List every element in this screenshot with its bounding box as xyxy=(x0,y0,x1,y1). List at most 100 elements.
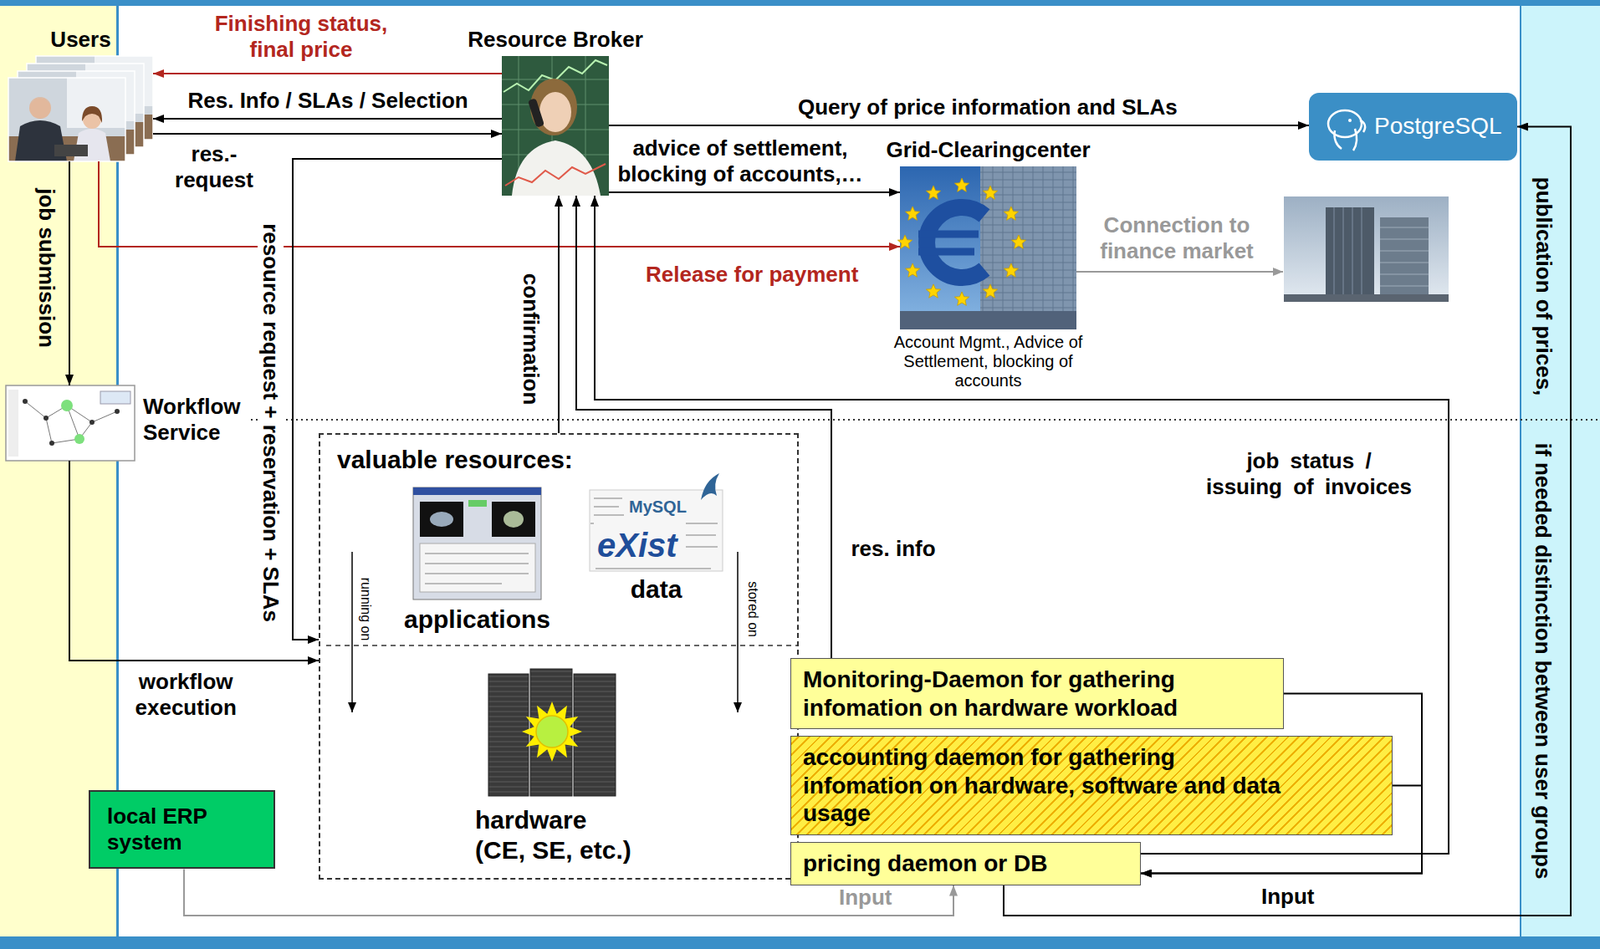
workflow-screenshot-art xyxy=(5,385,135,461)
clearing-center-photo-art xyxy=(1003,263,1018,277)
clearing-center-photo-art xyxy=(905,206,921,220)
edge-label: Query of price information and SLAs xyxy=(797,94,1178,121)
node-heading: hardware (CE, SE, etc.) xyxy=(475,805,638,866)
finance-buildings-art xyxy=(1283,196,1449,302)
accounting-daemon-box: accounting daemon for gathering infomati… xyxy=(790,736,1393,836)
data-screenshot-art xyxy=(589,490,723,572)
workflow-screenshot-art xyxy=(22,398,28,404)
applications-screenshot-art xyxy=(468,500,487,507)
node-caption: Account Mgmt., Advice of Settlement, blo… xyxy=(881,332,1095,391)
applications-screenshot-art xyxy=(429,511,454,527)
frame-bands xyxy=(1519,0,1522,949)
applications-screenshot-art xyxy=(424,553,529,584)
resource-inner-art xyxy=(326,552,798,713)
edge-label: workflow execution xyxy=(135,669,237,721)
clearing-center-photo-art xyxy=(954,178,969,192)
finance-buildings-art xyxy=(1325,207,1375,302)
applications-screenshot: applications xyxy=(413,487,542,600)
edge-label: Finishing status, final price xyxy=(203,10,400,63)
workflow-screenshot-art xyxy=(5,385,135,461)
workflow-screenshot-art xyxy=(43,415,49,421)
database-logo-art xyxy=(1334,120,1365,151)
node-heading: Workflow Service xyxy=(143,393,241,446)
database-logo-art xyxy=(1308,92,1518,161)
database-logo-art xyxy=(1348,118,1352,123)
applications-screenshot-art xyxy=(419,501,464,537)
applications-screenshot-art xyxy=(419,543,536,593)
clearing-center-photo-art xyxy=(905,263,921,277)
connector xyxy=(292,158,502,640)
node-heading: applications xyxy=(403,604,551,635)
data-screenshot-art xyxy=(700,473,720,501)
connector xyxy=(153,117,502,120)
hardware-picture-art xyxy=(536,715,568,748)
broker-photo-art xyxy=(501,56,609,196)
clearing-center-photo-art xyxy=(982,284,997,298)
finance-buildings-art xyxy=(1283,196,1449,302)
process-text: local ERP system xyxy=(107,803,250,856)
workflow-screenshot-art xyxy=(89,419,95,425)
data-screenshot-art xyxy=(589,473,723,572)
resource-inner-art xyxy=(351,552,353,713)
workflow-screenshot-art xyxy=(114,408,120,415)
applications-screenshot-art xyxy=(413,487,542,600)
connectors xyxy=(69,73,1571,916)
users-photo-art xyxy=(8,77,126,162)
node-heading: Users xyxy=(50,26,111,53)
hardware-picture-art xyxy=(521,701,583,762)
resource-inner-art xyxy=(736,552,739,713)
clearing-center-photo-art xyxy=(1011,235,1026,249)
connector xyxy=(153,132,502,135)
clearing-center-photo-art xyxy=(1003,206,1018,220)
process-text: pricing daemon or DB xyxy=(802,849,1129,879)
monitoring-daemon-box: Monitoring-Daemon for gathering infomati… xyxy=(790,658,1284,730)
applications-screenshot-art xyxy=(413,487,542,496)
connector xyxy=(153,72,502,75)
dotted-divider xyxy=(250,419,1600,421)
workflow-screenshot-art xyxy=(100,391,131,404)
applications-screenshot-art xyxy=(413,487,542,600)
workflow-screenshot-art xyxy=(49,440,55,446)
frame-bands xyxy=(1520,0,1600,949)
workflow-screenshot-art xyxy=(61,399,73,412)
node-heading: data xyxy=(630,574,683,605)
clearing-center-photo-art xyxy=(954,291,969,306)
clearing-center-photo-art xyxy=(918,234,979,252)
resource-group-box: valuable resources: applications data hardw… xyxy=(318,433,799,880)
connector xyxy=(608,124,1309,127)
hardware-picture-art xyxy=(530,669,573,797)
resource-inner-art xyxy=(326,644,798,647)
database-logo-art xyxy=(1308,92,1518,161)
band-label: if needed distinction between user group… xyxy=(1529,442,1556,880)
edge-label: job submission xyxy=(32,188,59,348)
band-label: publication of prices, xyxy=(1530,176,1557,395)
workflow-screenshot-art xyxy=(74,434,85,445)
logo-text: eXist xyxy=(597,525,678,566)
workflow-screenshot-art xyxy=(8,389,19,457)
hardware-picture: hardware (CE, SE, etc.) xyxy=(485,664,619,799)
broker-photo-art xyxy=(527,97,545,128)
clearing-center-photo-art xyxy=(925,185,941,200)
finance-buildings-art xyxy=(1334,207,1362,302)
applications-screenshot-art xyxy=(503,511,524,528)
users-photo-art xyxy=(8,56,154,162)
edge-label: Release for payment xyxy=(645,261,859,288)
group-heading: valuable resources: xyxy=(337,444,798,476)
annotation: Connection to finance market xyxy=(1093,212,1261,265)
broker-photo-art xyxy=(501,56,609,196)
edge-label: Input xyxy=(1261,884,1315,910)
frame-bands xyxy=(0,936,1600,949)
database-box: PostgreSQL xyxy=(1308,92,1518,161)
workflow-service-screenshot: Workflow Service xyxy=(5,385,135,461)
clearing-center-photo-art xyxy=(982,185,997,200)
pricing-daemon-box: pricing daemon or DB xyxy=(790,842,1141,886)
finance-buildings-art xyxy=(1380,227,1429,287)
hardware-picture-art xyxy=(488,669,616,797)
finance-buildings-art xyxy=(1380,217,1429,302)
process-text: accounting daemon for gathering infomati… xyxy=(802,743,1289,829)
node-heading: Resource Broker xyxy=(467,26,644,53)
applications-screenshot-art xyxy=(491,501,536,537)
connector xyxy=(594,195,1449,854)
